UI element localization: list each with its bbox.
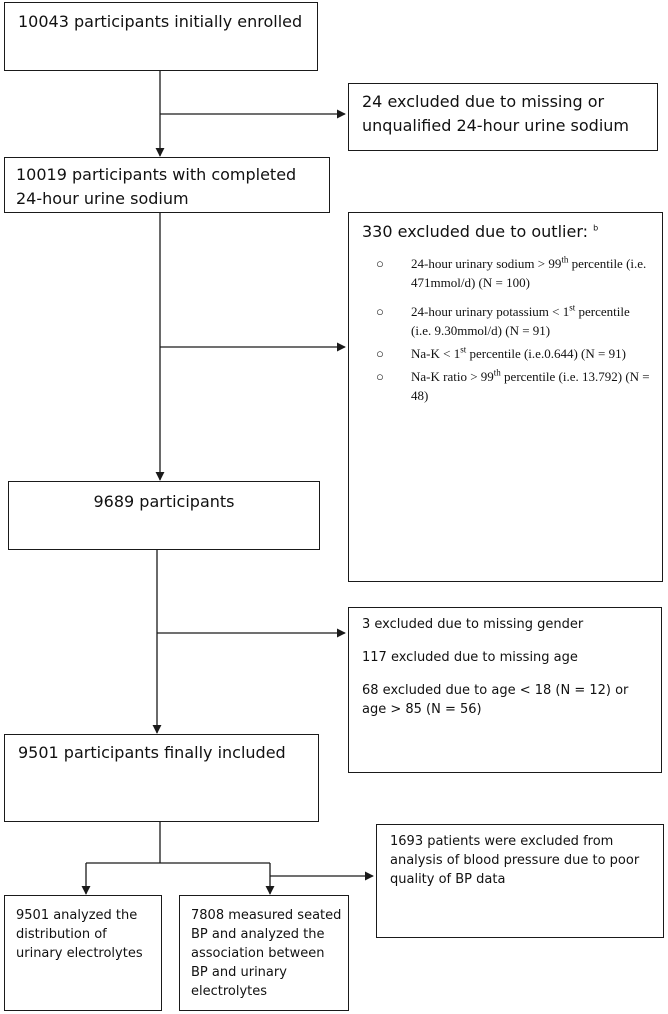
outlier-criteria-list: ○ 24-hour urinary sodium > 99th percenti…: [362, 254, 652, 405]
final-text: 9501 participants finally included: [18, 743, 286, 762]
analyzed-dist-text: 9501 analyzed the distribution of urinar…: [16, 908, 143, 961]
excluded-urine-text: 24 excluded due to missing or unqualifie…: [362, 92, 629, 135]
bullet-icon: ○: [376, 304, 384, 319]
bullet-icon: ○: [376, 369, 384, 384]
box-completed: 10019 participants with completed 24-hou…: [4, 157, 330, 213]
excl-gender-text: 3 excluded due to missing gender: [362, 617, 584, 632]
outlier-item: ○ 24-hour urinary sodium > 99th percenti…: [376, 254, 647, 290]
completed-text: 10019 participants with completed 24-hou…: [16, 165, 297, 208]
n9689-text: 9689 participants: [93, 492, 235, 511]
box-analyzed-distribution: 9501 analyzed the distribution of urinar…: [4, 895, 162, 1011]
box-outlier: 330 excluded due to outlier: b ○ 24-hour…: [348, 212, 663, 582]
bullet-icon: ○: [376, 346, 384, 361]
box-9689: 9689 participants: [8, 481, 320, 550]
excl-age-missing-text: 117 excluded due to missing age: [362, 650, 578, 665]
box-excluded-urine: 24 excluded due to missing or unqualifie…: [348, 83, 658, 151]
excl-age-range-text: 68 excluded due to age < 18 (N = 12) or …: [362, 683, 629, 717]
outlier-item: ○ Na-K < 1st percentile (i.e.0.644) (N =…: [376, 344, 626, 361]
measured-bp-text: 7808 measured seated BP and analyzed the…: [191, 908, 342, 999]
outlier-item: ○ Na-K ratio > 99th percentile (i.e. 13.…: [376, 367, 650, 403]
box-enrolled: 10043 participants initially enrolled: [4, 2, 318, 71]
box-excluded-demographics: 3 excluded due to missing gender 117 exc…: [348, 607, 662, 773]
outlier-title: 330 excluded due to outlier: b: [362, 220, 652, 244]
outlier-item: ○ 24-hour urinary potassium < 1st percen…: [376, 302, 630, 338]
outlier-title-text: 330 excluded due to outlier:: [362, 222, 588, 241]
bullet-icon: ○: [376, 256, 384, 271]
box-measured-bp: 7808 measured seated BP and analyzed the…: [179, 895, 349, 1011]
enrolled-text: 10043 participants initially enrolled: [18, 12, 303, 31]
box-final-included: 9501 participants finally included: [4, 734, 319, 822]
outlier-footnote-mark: b: [593, 223, 599, 233]
excluded-bp-text: 1693 patients were excluded from analysi…: [390, 834, 640, 887]
box-excluded-bp: 1693 patients were excluded from analysi…: [376, 824, 664, 938]
